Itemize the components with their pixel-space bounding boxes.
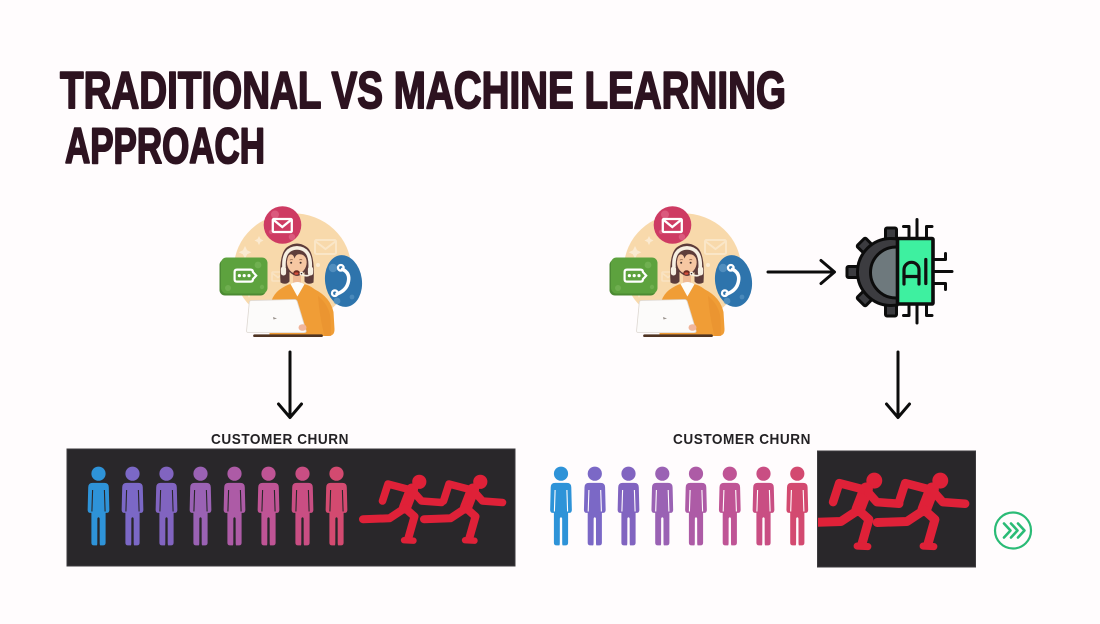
svg-text:CUSTOMER CHURN: CUSTOMER CHURN (211, 431, 349, 448)
svg-text:TRADITIONAL VS MACHINE LEARNIN: TRADITIONAL VS MACHINE LEARNING (60, 62, 786, 120)
svg-text:CUSTOMER CHURN: CUSTOMER CHURN (673, 431, 811, 448)
svg-text:APPROACH: APPROACH (65, 118, 265, 174)
